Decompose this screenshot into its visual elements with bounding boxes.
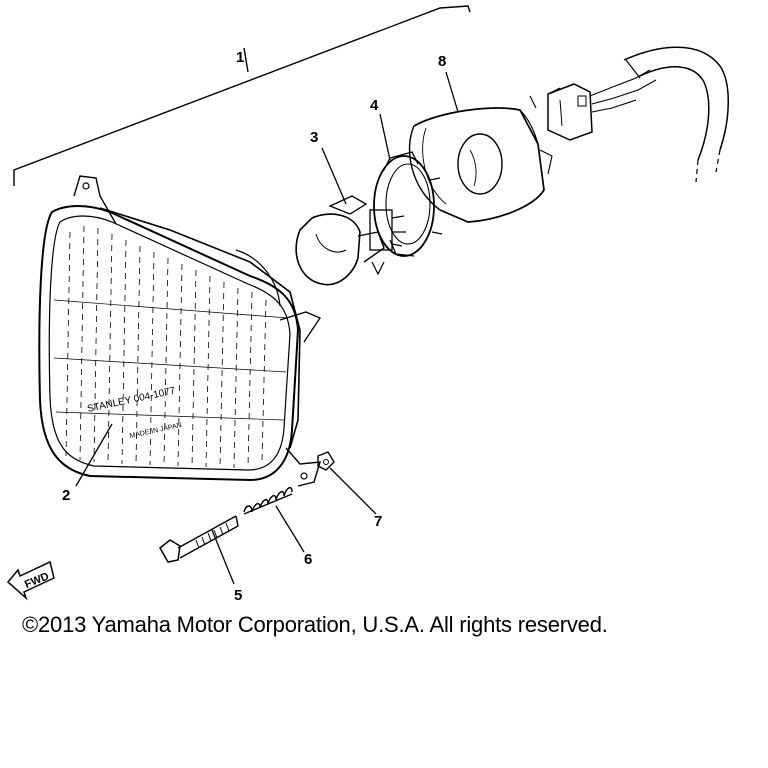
wiring-harness: [547, 46, 729, 183]
callout-numbers: 1 2 3 4 5 6 7 8: [62, 49, 446, 604]
callout-2: 2: [62, 487, 70, 504]
fwd-label: FWD: [23, 570, 51, 591]
leader-lines: [75, 71, 459, 585]
adjusting-screw: [159, 515, 239, 563]
spring: [243, 486, 293, 515]
callout-4: 4: [370, 97, 379, 114]
callout-7: 7: [374, 513, 382, 530]
callout-8: 8: [438, 53, 446, 70]
nut: [317, 451, 335, 471]
fwd-arrow-icon: FWD: [6, 560, 55, 601]
bulb-holder: [373, 151, 443, 257]
headlight-exploded-diagram: STANLEY 004-1077 MADE IN JAPAN: [6, 5, 729, 604]
assembly-bracket: [13, 5, 471, 186]
callout-3: 3: [310, 129, 318, 146]
lens-marking-line1: STANLEY 004-1077: [86, 385, 176, 414]
callout-6: 6: [304, 551, 312, 568]
lens-marking: STANLEY 004-1077 MADE IN JAPAN: [86, 385, 182, 440]
callout-5: 5: [234, 587, 242, 604]
bulb-cover: [408, 95, 553, 223]
callout-1: 1: [236, 49, 244, 66]
headlight-unit: [38, 175, 321, 487]
copyright-notice: ©2013 Yamaha Motor Corporation, U.S.A. A…: [22, 612, 608, 637]
